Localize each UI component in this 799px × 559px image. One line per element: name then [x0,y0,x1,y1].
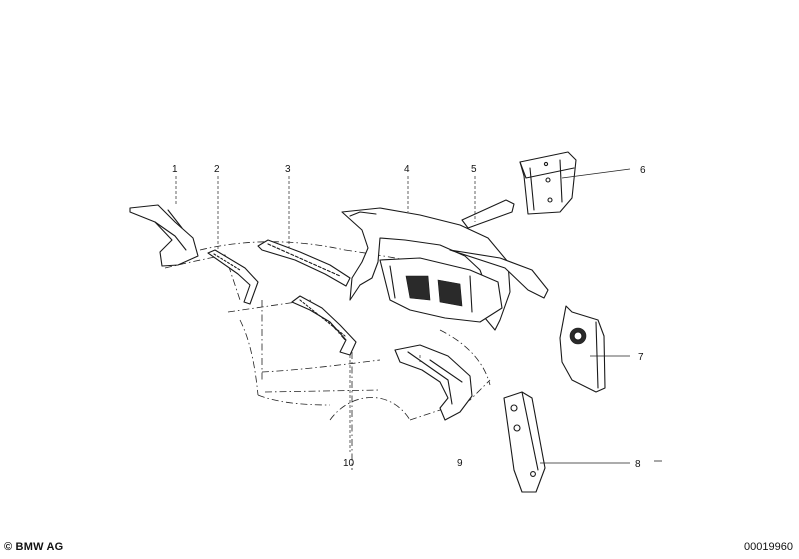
label-10: 10 [343,458,355,469]
label-9: 9 [457,458,463,469]
label-5: 5 [471,164,477,175]
diagram-id: 00019960 [744,541,793,553]
part-3-roof-rail [257,176,351,287]
part-6-bracket [519,151,631,215]
part-9-quarter [394,344,473,421]
label-7: 7 [638,352,644,363]
copyright-notice: © BMW AG [4,541,64,553]
part-2-strip [207,176,259,305]
part-5-rail [461,176,515,229]
label-4: 4 [404,164,410,175]
part-1-a-pillar [129,176,199,267]
label-3: 3 [285,164,291,175]
part-4-rear-frame [341,176,549,331]
part-8-rear-post [503,391,662,493]
label-8: 8 [635,459,641,470]
part-10-b-pillar [291,295,357,356]
part-7-arch-panel [559,305,630,393]
label-6: 6 [640,165,646,176]
label-1: 1 [172,164,178,175]
car-body-outline [164,241,491,470]
label-2: 2 [214,164,220,175]
